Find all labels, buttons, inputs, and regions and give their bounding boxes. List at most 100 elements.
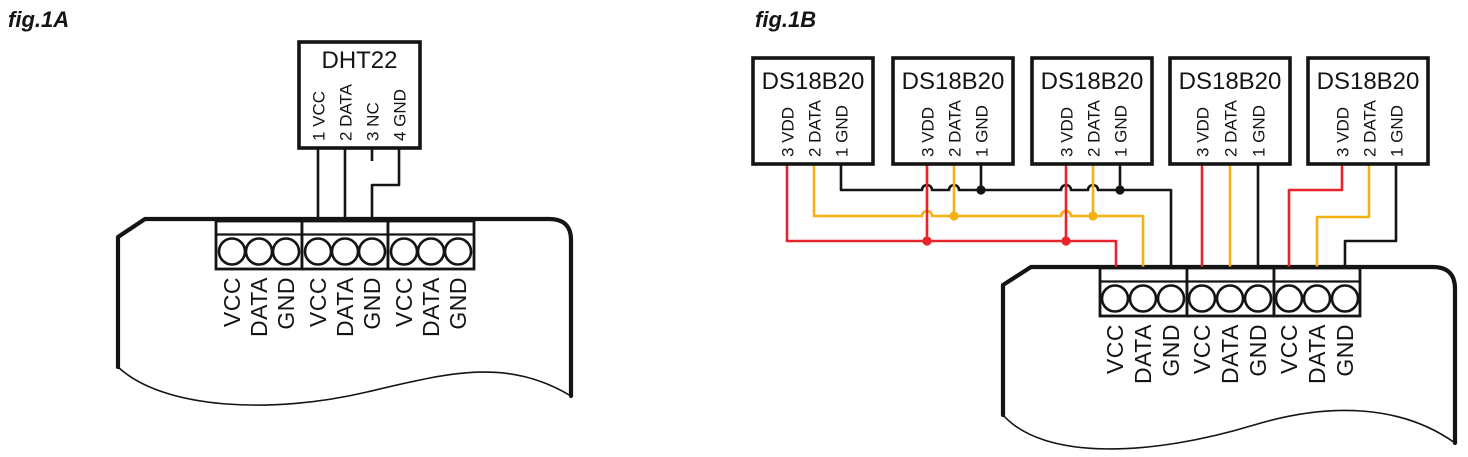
ds18b20-pin-label: 1 GND <box>1250 105 1269 157</box>
ds18b20-title: DS18B20 <box>762 68 865 95</box>
ds18b20-sensor-4: DS18B20 3 VDD 2 DATA 1 GND <box>1168 56 1292 166</box>
ds18b20-pin-label: 2 DATA <box>946 99 965 157</box>
terminal-label: VCC <box>1102 324 1128 374</box>
ds18b20-pin-label: 3 VDD <box>779 107 798 157</box>
ds18b20-title: DS18B20 <box>1041 68 1144 95</box>
sensor5-gnd-wire <box>1343 164 1398 270</box>
board-torn-edge-b <box>1002 409 1456 450</box>
fig-1a-caption: fig.1A <box>8 7 69 32</box>
data-junction-dot <box>1088 211 1098 221</box>
terminal-labels-b: VCC DATA GND VCC DATA GND VCC DATA GND <box>1102 324 1358 384</box>
screw-terminal <box>271 237 301 266</box>
screw-terminal <box>1128 284 1158 313</box>
fig-1b-caption: fig.1B <box>755 7 816 32</box>
ds18b20-pin-label: 1 GND <box>1388 105 1407 157</box>
screw-terminal <box>1100 284 1130 313</box>
ds18b20-pin-label: 3 VDD <box>1194 107 1213 157</box>
sensor5-data-wire <box>1315 164 1371 270</box>
data-bus-wire <box>812 164 1145 270</box>
ds18b20-sensor-3: DS18B20 3 VDD 2 DATA 1 GND <box>1030 56 1154 166</box>
ds18b20-body <box>1168 56 1292 166</box>
terminal-label: DATA <box>1304 324 1330 384</box>
terminal-label: DATA <box>1130 324 1156 384</box>
screw-terminal <box>357 237 387 266</box>
ds18b20-pin-label: 1 GND <box>973 105 992 157</box>
terminal-strip-b <box>1098 266 1362 318</box>
ds18b20-body <box>891 56 1015 166</box>
terminal-label: GND <box>359 277 385 330</box>
vcc-junction-dot <box>922 236 932 246</box>
board-torn-edge-a <box>117 366 572 406</box>
terminal-labels-a: VCC DATA GND VCC DATA GND VCC DATA GND <box>219 277 471 337</box>
ds18b20-body <box>1030 56 1154 166</box>
ds18b20-title: DS18B20 <box>902 68 1005 95</box>
ds18b20-pin-label: 1 GND <box>833 105 852 157</box>
ds18b20-title: DS18B20 <box>1317 68 1420 95</box>
screw-terminal <box>389 237 419 266</box>
ds18b20-pin-label: 3 VDD <box>1334 107 1353 157</box>
screw-terminal <box>1156 284 1186 313</box>
ds18b20-title: DS18B20 <box>1179 68 1282 95</box>
terminal-label: VCC <box>391 277 417 327</box>
dht22-pin-label: 3 NC <box>364 102 383 141</box>
screw-terminal <box>1274 284 1304 313</box>
terminal-label: DATA <box>418 277 444 337</box>
dht22-body <box>297 40 422 150</box>
sensor5-vcc-wire <box>1287 164 1344 270</box>
terminal-label: VCC <box>1276 324 1302 374</box>
ds18b20-pin-label: 3 VDD <box>919 107 938 157</box>
screw-terminal <box>303 237 333 266</box>
terminal-label: VCC <box>305 277 331 327</box>
screw-terminal <box>217 237 247 266</box>
terminal-label: VCC <box>1189 324 1215 374</box>
screw-terminal <box>416 237 446 266</box>
fig-1b: fig.1B <box>751 7 1458 450</box>
dht22-pin-label: 2 DATA <box>337 83 356 141</box>
dht22-pin-label: 4 GND <box>391 89 410 141</box>
ds18b20-pin-label: 3 VDD <box>1058 107 1077 157</box>
dht22-pin-label: 1 VCC <box>310 91 329 141</box>
terminal-label: DATA <box>246 277 272 337</box>
gnd-junction-dot <box>1115 185 1125 195</box>
board-outline-a <box>115 216 574 399</box>
screw-terminal <box>1302 284 1332 313</box>
ds18b20-pin-label: 2 DATA <box>1222 99 1241 157</box>
terminal-label: VCC <box>219 277 245 327</box>
terminal-label: GND <box>1158 324 1184 377</box>
screw-terminal <box>1330 284 1360 313</box>
fig-1a: fig.1A <box>8 7 574 406</box>
terminal-label: GND <box>1332 324 1358 377</box>
ds18b20-pin-label: 2 DATA <box>1085 99 1104 157</box>
wires-a <box>316 148 401 222</box>
dht22-title: DHT22 <box>321 47 397 74</box>
terminal-label: GND <box>273 277 299 330</box>
ds18b20-sensor-2: DS18B20 3 VDD 2 DATA 1 GND <box>891 56 1015 166</box>
screw-terminal <box>244 237 274 266</box>
ds18b20-body <box>751 56 875 166</box>
bus-wires-b <box>785 164 1398 270</box>
terminal-label: DATA <box>1217 324 1243 384</box>
screw-terminal <box>1215 284 1245 313</box>
gnd-bus-wire <box>839 164 1173 270</box>
screw-terminal <box>443 237 473 266</box>
ds18b20-sensor-1: DS18B20 3 VDD 2 DATA 1 GND <box>751 56 875 166</box>
ds18b20-pin-label: 2 DATA <box>806 99 825 157</box>
vcc-junction-dot <box>1061 236 1071 246</box>
ds18b20-pin-label: 1 GND <box>1112 105 1131 157</box>
ds18b20-body <box>1306 56 1430 166</box>
terminal-label: DATA <box>332 277 358 337</box>
wire-dht22-gnd <box>370 148 401 222</box>
screw-terminal <box>1243 284 1273 313</box>
terminal-strip-a <box>214 219 476 271</box>
screw-terminal <box>330 237 360 266</box>
data-junction-dot <box>949 211 959 221</box>
terminal-label: GND <box>445 277 471 330</box>
ds18b20-pin-label: 2 DATA <box>1361 99 1380 157</box>
gnd-junction-dot <box>976 185 986 195</box>
ds18b20-sensor-5: DS18B20 3 VDD 2 DATA 1 GND <box>1306 56 1430 166</box>
dht22-sensor: DHT22 1 VCC 2 DATA 3 NC 4 GND <box>297 40 422 150</box>
screw-terminal <box>1187 284 1217 313</box>
vcc-bus-wire <box>785 164 1118 270</box>
